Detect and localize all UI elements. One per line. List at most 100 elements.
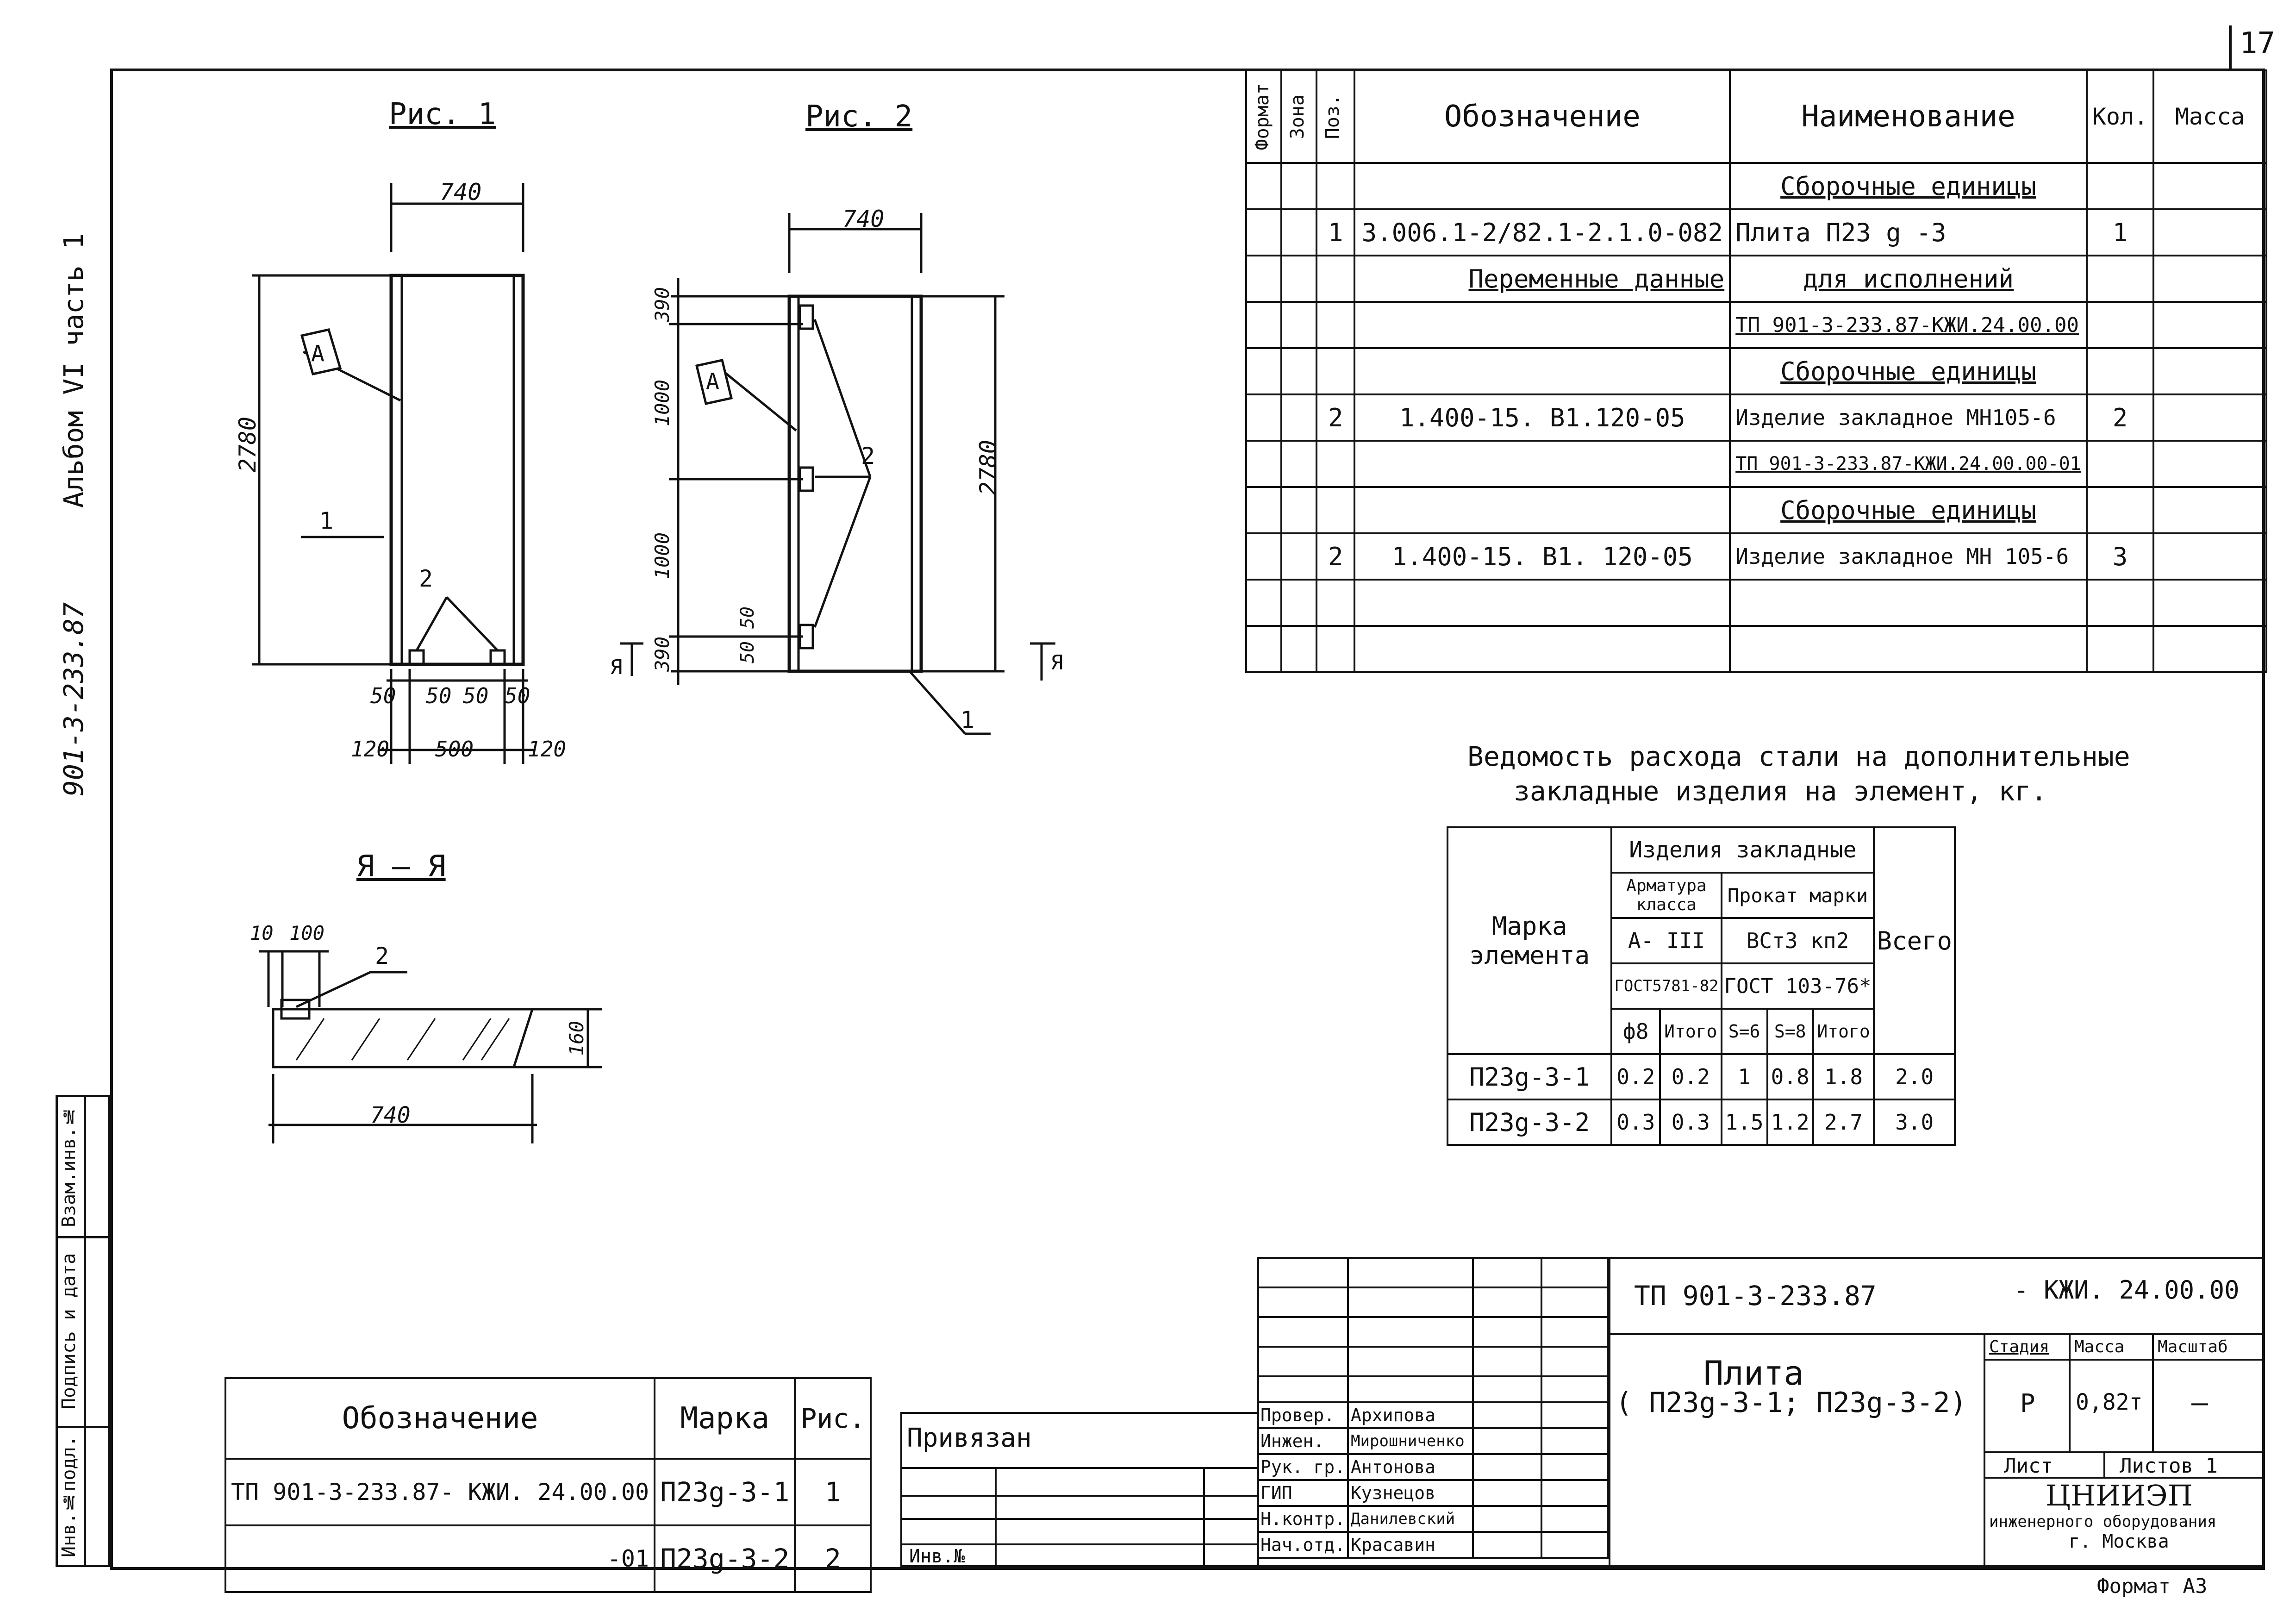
drawing-frame <box>110 69 2265 1570</box>
table-row: ТП 901-3-233.87-КЖИ.24.00.00-01 <box>1245 440 2267 488</box>
section-dim-740: 740 <box>370 1102 411 1128</box>
tb-org3: г. Москва <box>2069 1531 2169 1552</box>
steel-title-line1: Ведомость расхода стали на дополнительны… <box>1467 741 2130 772</box>
spec-table: Формат Зона Поз. Обозначение Наименовани… <box>1245 69 2267 673</box>
fig1-height-dim: 2780 <box>234 417 261 473</box>
steel-rolled-grade: ВСт3 кп2 <box>1720 917 1875 964</box>
fig1-dim-d: 50 <box>505 683 530 708</box>
tb-variants: ( П23g-3-1; П23g-3-2) <box>1616 1387 1967 1419</box>
spec-header-format: Формат <box>1245 69 1283 164</box>
tb-doc: - КЖИ. 24.00.00 <box>2014 1275 2240 1305</box>
fig2-dim-bottom: 390 <box>651 637 674 672</box>
steel-rebar-header: Арматура класса <box>1610 872 1722 919</box>
steel-total-header: Всего <box>1873 826 1956 1055</box>
table-row: Провер.Архипова <box>1256 1401 1609 1429</box>
stage-mass-scale-box: Стадия Масса Масштаб Р 0,82т — Лист Лист… <box>1984 1333 2265 1567</box>
steel-col-total1: Итого <box>1659 1008 1722 1055</box>
steel-rebar-gost: ГОСТ5781-82 <box>1610 962 1722 1010</box>
fig1-width-dim: 740 <box>440 179 482 206</box>
fig1-part2: 2 <box>419 565 433 592</box>
section-dim-10: 10 <box>250 922 274 944</box>
fig2-dim-s1: 50 <box>737 606 758 629</box>
steel-col-total2: Итого <box>1812 1008 1875 1055</box>
left-strip: Инв.№подл. Подпись и дата Взам.инв.№ <box>56 1095 110 1567</box>
spec-header-designation: Обозначение <box>1354 69 1731 164</box>
table-row: Нач.отд.Красавин <box>1256 1531 1609 1559</box>
fig2-section-mark-right: Я <box>1051 651 1063 675</box>
tb-mass-header: Масса <box>2074 1337 2125 1356</box>
tb-stage: Р <box>2020 1389 2035 1418</box>
binding-label: Привязан <box>907 1423 1032 1453</box>
table-row: ТП 901-3-233.87- КЖИ. 24.00.00 П23g-3-1 … <box>224 1458 872 1526</box>
sheet-format: Формат А3 <box>2097 1574 2208 1598</box>
spec-header-zone: Зона <box>1280 69 1318 164</box>
fig2-part1: 1 <box>961 706 975 733</box>
fig2-width-dim: 740 <box>842 206 885 232</box>
sheet-number: 17 <box>2240 26 2276 61</box>
tb-scale: — <box>2191 1387 2209 1419</box>
spec-header-qty: Кол. <box>2085 69 2155 164</box>
fig1-dim-c: 50 <box>463 683 489 708</box>
tb-project: ТП 901-3-233.87 <box>1634 1280 1877 1312</box>
tb-sheet-header: Лист <box>2004 1454 2053 1478</box>
tb-scale-header: Масштаб <box>2158 1337 2228 1356</box>
steel-col-s6: S=6 <box>1720 1008 1768 1055</box>
table-row: Инжен.Мирошниченко <box>1256 1427 1609 1455</box>
staff-table: Провер.Архипова Инжен.Мирошниченко Рук. … <box>1256 1257 1609 1559</box>
designs-table: Обозначение Марка Рис. ТП 901-3-233.87- … <box>224 1377 872 1593</box>
fig2-dim-s2: 50 <box>737 641 758 664</box>
table-row: Н.контр.Данилевский <box>1256 1505 1609 1533</box>
steel-group-header: Изделия закладные <box>1610 826 1875 874</box>
fig1-tag: А <box>311 341 324 367</box>
steel-rebar-class: А- III <box>1610 917 1722 964</box>
table-row: Сборочные единицы <box>1245 347 2267 395</box>
fig1-dim-g: 120 <box>528 737 567 762</box>
table-row: -01 П23g-3-2 2 <box>224 1524 872 1593</box>
table-row: ТП 901-3-233.87-КЖИ.24.00.00 <box>1245 301 2267 349</box>
spec-header-pos: Поз. <box>1316 69 1356 164</box>
fig2-dim-mid1: 1000 <box>651 380 674 427</box>
table-row <box>1245 579 2267 627</box>
fig2-dim-mid2: 1000 <box>651 532 674 580</box>
fig2-section-mark-left: Я <box>610 656 623 679</box>
table-row <box>1245 625 2267 673</box>
fig2-tag: А <box>706 369 719 394</box>
section-part2: 2 <box>375 943 389 969</box>
steel-rolled-gost: ГОСТ 103-76* <box>1720 962 1875 1010</box>
fig2-caption: Рис. 2 <box>805 100 913 134</box>
designs-header-mark: Марка <box>654 1377 796 1460</box>
fig2-height-dim: 2780 <box>975 440 1002 496</box>
fig1-dim-e: 120 <box>351 737 390 762</box>
spec-header-name: Наименование <box>1729 69 2088 164</box>
section-dim-100: 100 <box>289 922 324 944</box>
spec-header-mass: Масса <box>2152 69 2267 164</box>
steel-col-s8: S=8 <box>1766 1008 1814 1055</box>
tb-name: Плита <box>1703 1354 1804 1393</box>
sheet-number-box <box>2229 25 2278 69</box>
steel-title-line2: закладные изделия на элемент, кг. <box>1514 775 2047 807</box>
tb-stage-header: Стадия <box>1989 1337 2050 1356</box>
binding-block: Привязан Инв.№ <box>900 1412 1257 1569</box>
fig2-part2: 2 <box>861 443 875 469</box>
fig2-dim-top: 390 <box>651 287 674 322</box>
fig1-dim-b: 50 <box>426 683 452 708</box>
section-caption: Я – Я <box>356 849 446 884</box>
fig1-dim-f: 500 <box>435 737 474 762</box>
section-dim-160: 160 <box>565 1021 588 1056</box>
steel-rolled-header: Прокат марки <box>1720 872 1875 919</box>
table-row: Сборочные единицы <box>1245 486 2267 534</box>
designs-header-designation: Обозначение <box>224 1377 656 1460</box>
fig1-caption: Рис. 1 <box>389 97 496 131</box>
fig1-part1: 1 <box>319 507 334 534</box>
tb-org1: ЦНИИЭП <box>2046 1479 2193 1512</box>
tb-mass: 0,82т <box>2076 1389 2143 1415</box>
steel-col-f8: ф8 <box>1610 1008 1661 1055</box>
steel-mark-header: Марка элемента <box>1446 826 1613 1055</box>
